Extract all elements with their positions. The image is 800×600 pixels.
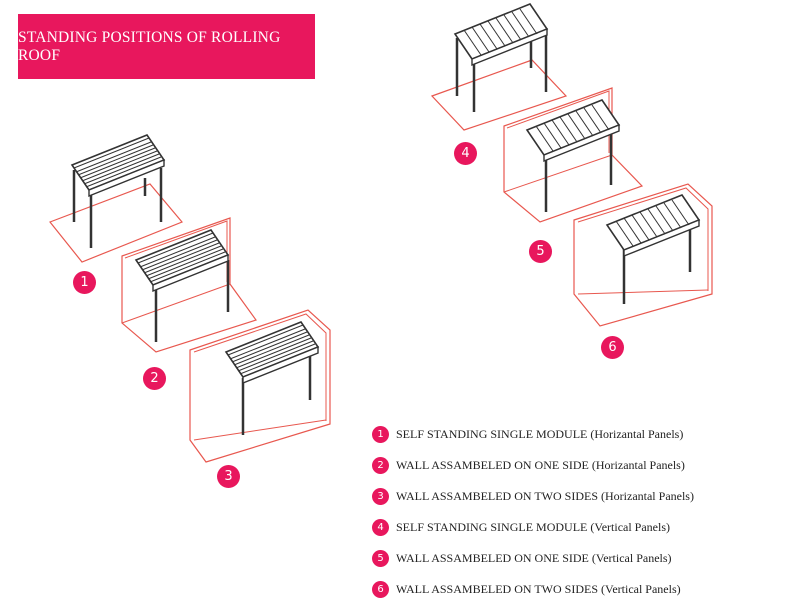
badge-5: 5: [529, 240, 552, 263]
pergola-4: [430, 3, 568, 131]
pergola-1: [49, 134, 183, 263]
legend-number: 5: [372, 549, 389, 567]
badge-3: 3: [217, 465, 240, 488]
pergola-6: [573, 183, 713, 327]
legend-text: WALL ASSAMBELED ON ONE SIDE (Vertical Pa…: [396, 550, 672, 565]
pergola-3: [189, 309, 331, 463]
legend-item: 1 SELF STANDING SINGLE MODULE (Horizanta…: [372, 424, 683, 444]
legend-text: SELF STANDING SINGLE MODULE (Vertical Pa…: [396, 519, 671, 534]
pergola-2: [121, 217, 257, 353]
pergola-5: [503, 87, 644, 223]
badge-2: 2: [143, 367, 166, 390]
badge-6: 6: [601, 336, 624, 359]
legend-item: 2 WALL ASSAMBELED ON ONE SIDE (Horizanta…: [372, 455, 685, 475]
legend-item: 4 SELF STANDING SINGLE MODULE (Vertical …: [372, 517, 670, 537]
legend-number: 2: [372, 456, 389, 474]
legend-number: 1: [372, 425, 389, 443]
legend-text: SELF STANDING SINGLE MODULE (Horizantal …: [396, 426, 684, 441]
legend-number: 3: [372, 487, 389, 505]
title-banner: STANDING POSITIONS OF ROLLING ROOF: [18, 14, 315, 79]
legend-text: WALL ASSAMBELED ON ONE SIDE (Horizantal …: [396, 457, 685, 472]
badge-1: 1: [73, 271, 96, 294]
legend-number: 4: [372, 518, 389, 536]
legend-item: 5 WALL ASSAMBELED ON ONE SIDE (Vertical …: [372, 548, 672, 568]
badge-4: 4: [454, 142, 477, 165]
legend-text: WALL ASSAMBELED ON TWO SIDES (Horizantal…: [396, 488, 694, 503]
legend-number: 6: [372, 580, 389, 598]
legend-item: 3 WALL ASSAMBELED ON TWO SIDES (Horizant…: [372, 486, 694, 506]
legend-text: WALL ASSAMBELED ON TWO SIDES (Vertical P…: [396, 581, 681, 596]
legend-item: 6 WALL ASSAMBELED ON TWO SIDES (Vertical…: [372, 579, 681, 599]
page-title: STANDING POSITIONS OF ROLLING ROOF: [18, 28, 281, 64]
